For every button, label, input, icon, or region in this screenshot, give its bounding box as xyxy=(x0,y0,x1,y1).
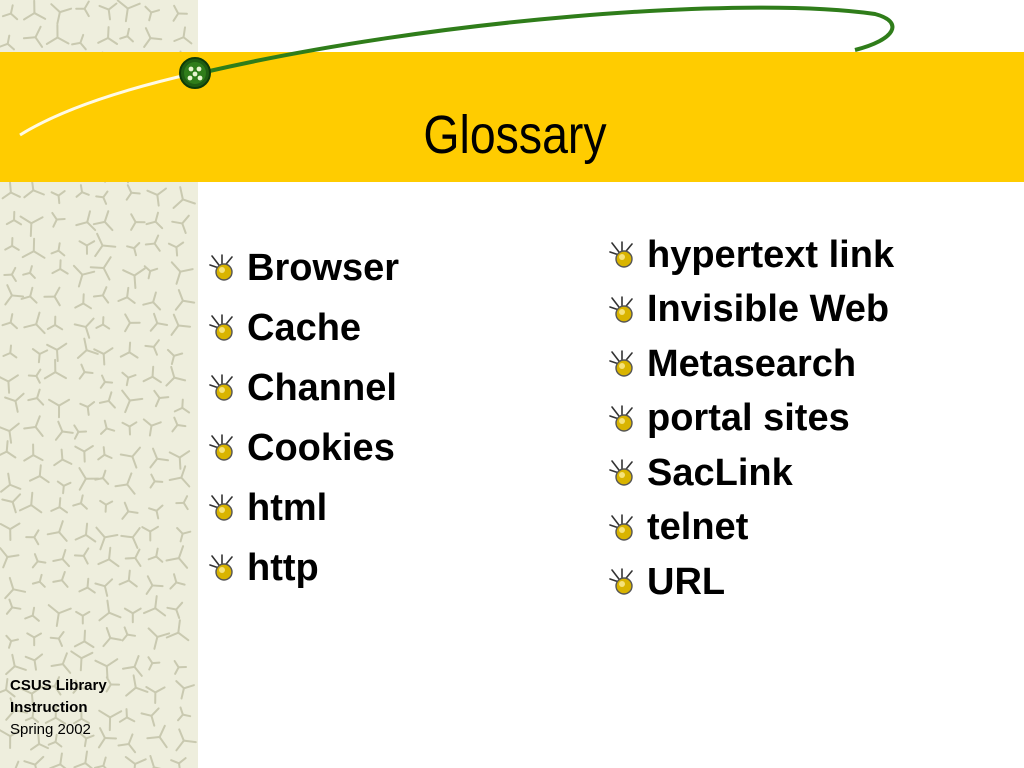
glossary-term: SacLink xyxy=(608,446,894,501)
starburst-bullet-icon xyxy=(209,254,233,281)
footer: CSUS Library Instruction Spring 2002 xyxy=(10,675,107,741)
glossary-term: telnet xyxy=(608,501,894,556)
glossary-term-label: URL xyxy=(647,560,726,603)
glossary-term: Invisible Web xyxy=(608,283,894,338)
starburst-bullet-icon xyxy=(209,554,233,581)
glossary-term-label: http xyxy=(247,546,319,589)
starburst-bullet-icon xyxy=(609,241,633,268)
glossary-term: portal sites xyxy=(608,392,894,447)
title-band xyxy=(0,52,1024,182)
glossary-term: URL xyxy=(608,555,894,610)
glossary-term: Metasearch xyxy=(608,337,894,392)
glossary-term-label: Invisible Web xyxy=(647,288,890,331)
glossary-term: Cache xyxy=(208,298,399,358)
starburst-bullet-icon xyxy=(609,295,633,323)
glossary-term-label: portal sites xyxy=(647,397,850,440)
footer-line-1: CSUS Library xyxy=(10,677,107,694)
starburst-bullet-icon xyxy=(609,404,633,432)
green-globe-icon xyxy=(179,57,211,89)
glossary-term-label: Channel xyxy=(247,366,397,409)
glossary-term-label: hypertext link xyxy=(647,233,895,276)
footer-line-2: Instruction xyxy=(10,699,88,716)
starburst-bullet-icon xyxy=(609,350,633,377)
glossary-term: html xyxy=(208,478,399,538)
glossary-term-label: Metasearch xyxy=(647,342,857,385)
decor-curve xyxy=(19,5,895,137)
glossary-term: Channel xyxy=(208,358,399,418)
starburst-bullet-icon xyxy=(209,374,233,401)
glossary-term: Cookies xyxy=(208,418,399,478)
footer-line-3: Spring 2002 xyxy=(10,721,91,738)
glossary-term-label: html xyxy=(247,486,328,529)
glossary-term-label: Browser xyxy=(247,246,400,289)
glossary-term-label: Cookies xyxy=(247,426,395,469)
glossary-term-label: SacLink xyxy=(647,451,793,494)
starburst-bullet-icon xyxy=(209,314,233,341)
glossary-term-label: telnet xyxy=(647,506,749,549)
starburst-bullet-icon xyxy=(209,494,233,521)
glossary-term: Browser xyxy=(208,238,399,298)
slide-title: Glossary xyxy=(423,105,607,165)
glossary-term-label: Cache xyxy=(247,306,362,349)
starburst-bullet-icon xyxy=(609,513,633,541)
starburst-bullet-icon xyxy=(209,434,233,461)
starburst-bullet-icon xyxy=(609,459,633,486)
starburst-bullet-icon xyxy=(609,568,633,595)
glossary-term: hypertext link xyxy=(608,228,894,283)
glossary-term: http xyxy=(208,538,399,598)
